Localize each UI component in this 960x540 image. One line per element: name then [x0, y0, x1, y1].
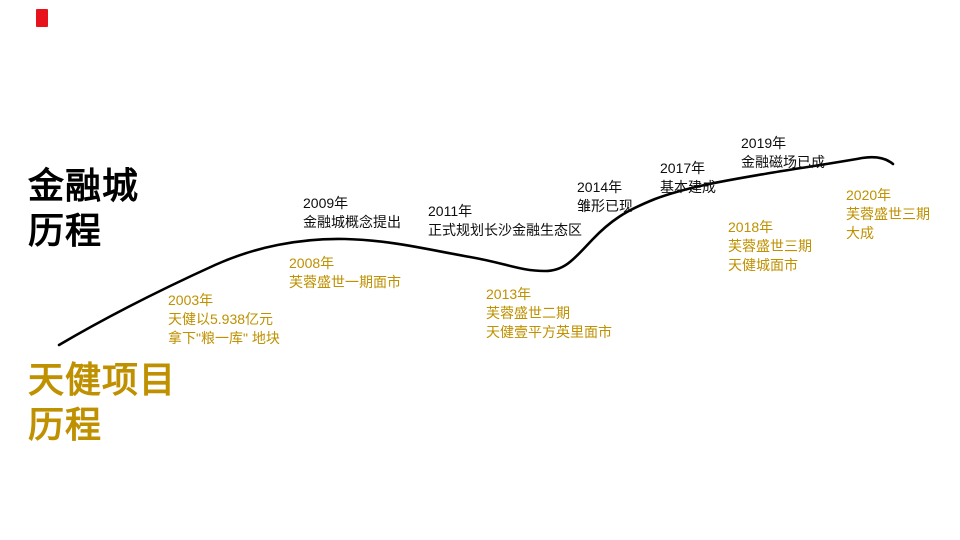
milestone-year: 2018年 [728, 219, 774, 235]
milestone-year: 2011年 [428, 203, 473, 219]
milestone-2011: 2011年 正式规划长沙金融生态区 [428, 202, 582, 240]
brand-logo-mark [36, 9, 48, 27]
milestone-text: 大成 [846, 225, 874, 241]
milestone-year: 2008年 [289, 255, 335, 271]
milestone-text: 芙蓉盛世三期 [846, 206, 930, 222]
milestone-2014: 2014年 雏形已现 [577, 178, 633, 216]
title-line: 历程 [28, 404, 103, 445]
milestone-text: 拿下"粮一库" 地块 [168, 330, 280, 346]
milestone-text: 天健壹平方英里面市 [486, 324, 612, 340]
milestone-text: 芙蓉盛世三期 [728, 238, 812, 254]
milestone-year: 2013年 [486, 286, 532, 302]
milestone-text: 正式规划长沙金融生态区 [428, 222, 582, 238]
timeline-curve-path [57, 155, 895, 347]
milestone-year: 2003年 [168, 292, 214, 308]
milestone-2019: 2019年 金融磁场已成 [741, 134, 825, 172]
title-line: 历程 [28, 210, 103, 251]
milestone-year: 2020年 [846, 187, 892, 203]
milestone-text: 天健以5.938亿元 [168, 311, 274, 327]
milestone-2017: 2017年 基本建成 [660, 159, 716, 197]
milestone-year: 2019年 [741, 135, 787, 151]
title-line: 天健项目 [28, 359, 177, 400]
section-title-tianjian-project: 天健项目 历程 [28, 357, 176, 447]
milestone-text: 天健城面市 [728, 257, 798, 273]
title-line: 金融城 [28, 165, 140, 206]
milestone-text: 基本建成 [660, 179, 716, 195]
milestone-2008: 2008年 芙蓉盛世一期面市 [289, 254, 401, 292]
milestone-2018: 2018年 芙蓉盛世三期 天健城面市 [728, 218, 812, 275]
milestone-2003: 2003年 天健以5.938亿元 拿下"粮一库" 地块 [168, 291, 280, 348]
milestone-text: 金融城概念提出 [303, 214, 401, 230]
milestone-2020: 2020年 芙蓉盛世三期 大成 [846, 186, 930, 243]
milestone-text: 芙蓉盛世二期 [486, 305, 570, 321]
milestone-year: 2009年 [303, 195, 349, 211]
milestone-year: 2014年 [577, 179, 623, 195]
milestone-year: 2017年 [660, 160, 706, 176]
milestone-text: 金融磁场已成 [741, 154, 825, 170]
milestone-2013: 2013年 芙蓉盛世二期 天健壹平方英里面市 [486, 285, 612, 342]
section-title-financial-city: 金融城 历程 [28, 163, 139, 253]
milestone-text: 雏形已现 [577, 198, 633, 214]
milestone-text: 芙蓉盛世一期面市 [289, 274, 401, 290]
milestone-2009: 2009年 金融城概念提出 [303, 194, 401, 232]
